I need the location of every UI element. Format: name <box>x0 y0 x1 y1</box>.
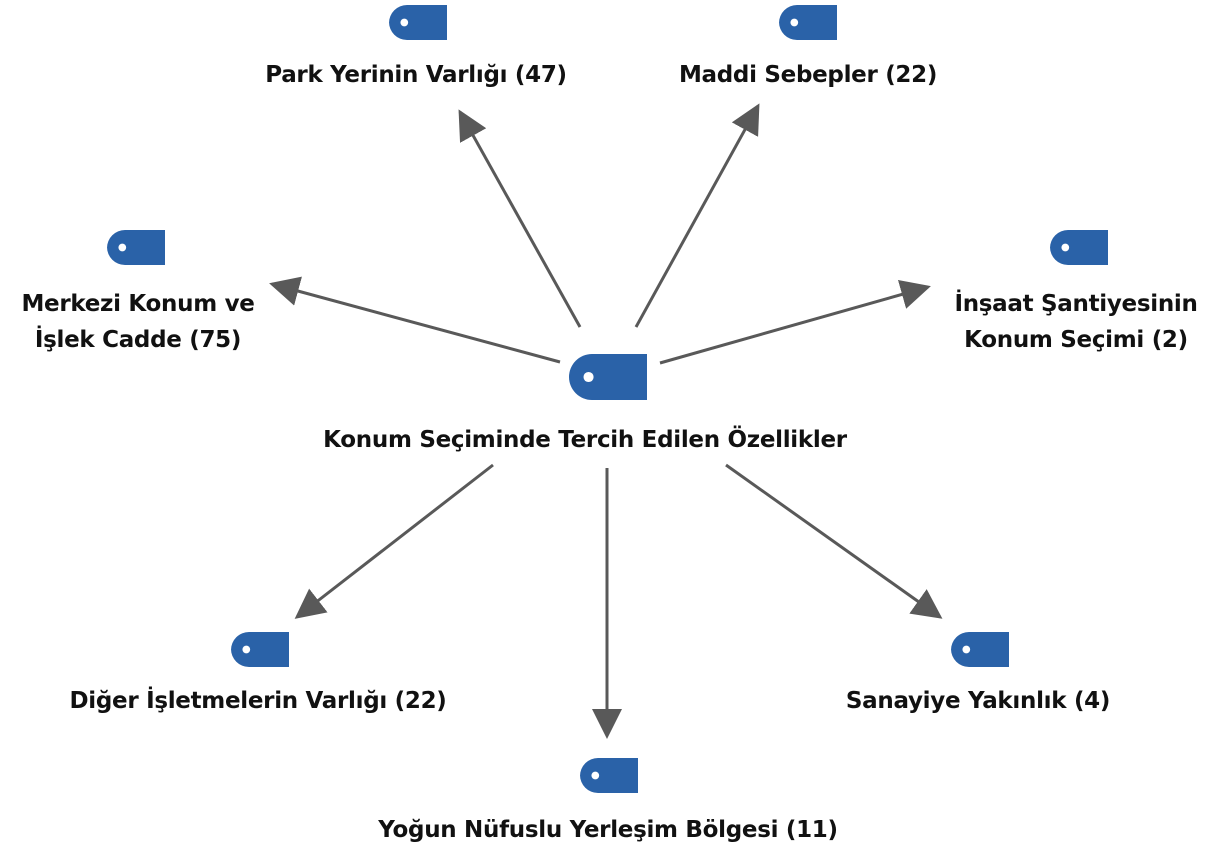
park-node-line: Park Yerinin Varlığı (47) <box>265 62 567 88</box>
sanayi-node-icon <box>951 632 1009 667</box>
insaat-node-line-2: Konum Seçimi (2) <box>964 327 1188 353</box>
park-node-icon-shape <box>389 5 447 40</box>
edge-to-insaat <box>659 279 931 365</box>
diger-node-icon-dot <box>242 645 251 654</box>
maddi-node-line: Maddi Sebepler (22) <box>678 62 938 88</box>
edges-group <box>269 103 943 739</box>
insaat-node-icon-shape <box>1050 230 1108 265</box>
park-node-icon <box>389 5 447 40</box>
diger-node-icon-shape <box>231 632 289 667</box>
edge-to-sanayi <box>725 463 943 619</box>
yogun-node-label: Yoğun Nüfuslu Yerleşim Bölgesi (11) <box>378 812 838 848</box>
center-node-icon-dot <box>583 371 594 383</box>
sanayi-node-line: Sanayiye Yakınlık (4) <box>845 688 1111 714</box>
edge-to-maddi <box>634 103 760 328</box>
yogun-node-icon-shape <box>580 758 638 793</box>
insaat-node-icon <box>1050 230 1108 265</box>
yogun-node-icon-dot <box>591 771 600 780</box>
icons-group <box>107 5 1108 793</box>
insaat-node-label: İnşaat Şantiyesinin Konum Seçimi (2) <box>954 286 1197 358</box>
merkezi-node-icon-shape <box>107 230 165 265</box>
sanayi-node-icon-shape <box>951 632 1009 667</box>
center-node-label: Konum Seçiminde Tercih Edilen Özellikler <box>323 422 847 458</box>
center-node-icon <box>569 354 647 400</box>
diger-node-label: Diğer İşletmelerin Varlığı (22) <box>69 683 446 719</box>
edge-to-diger <box>294 463 494 619</box>
diger-node-icon <box>231 632 289 667</box>
maddi-node-icon-shape <box>779 5 837 40</box>
maddi-node-icon <box>779 5 837 40</box>
merkezi-node-icon-dot <box>118 243 127 252</box>
merkezi-node-line-2: İşlek Cadde (75) <box>34 327 242 353</box>
diger-node-line: Diğer İşletmelerin Varlığı (22) <box>69 688 447 714</box>
maddi-node-label: Maddi Sebepler (22) <box>679 57 937 93</box>
yogun-node-icon <box>580 758 638 793</box>
merkezi-node-icon <box>107 230 165 265</box>
yogun-node-line: Yoğun Nüfuslu Yerleşim Bölgesi (11) <box>378 817 838 843</box>
merkezi-node-label: Merkezi Konum ve İşlek Cadde (75) <box>21 286 254 358</box>
merkezi-node-line-1: Merkezi Konum ve <box>21 291 255 317</box>
insaat-node-icon-dot <box>1061 243 1070 252</box>
edge-to-merkezi <box>269 276 561 364</box>
center-node-line: Konum Seçiminde Tercih Edilen Özellikler <box>323 427 847 453</box>
park-node-label: Park Yerinin Varlığı (47) <box>265 57 567 93</box>
sanayi-node-icon-dot <box>962 645 971 654</box>
maddi-node-icon-dot <box>790 18 799 27</box>
sanayi-node-label: Sanayiye Yakınlık (4) <box>846 683 1110 719</box>
center-node-icon-shape <box>569 354 647 400</box>
park-node-icon-dot <box>400 18 409 27</box>
insaat-node-line-1: İnşaat Şantiyesinin <box>954 291 1198 317</box>
edge-to-park <box>458 109 582 328</box>
